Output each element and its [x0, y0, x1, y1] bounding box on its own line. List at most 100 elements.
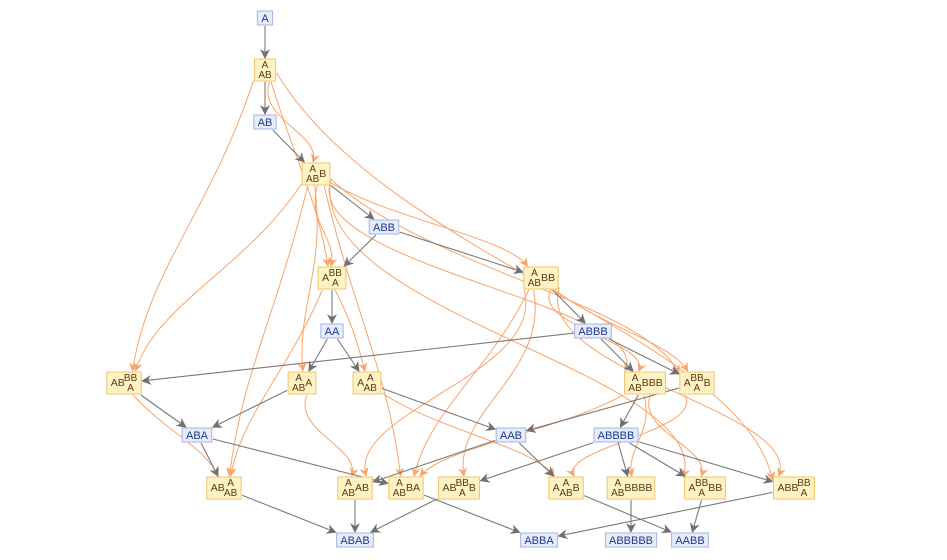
event-edge-e2-e5	[133, 184, 302, 372]
event-suffix: AB	[355, 482, 369, 494]
state-label: ABB	[373, 222, 395, 234]
state-edge-e17-s_ABBA	[557, 491, 773, 540]
event-rhs: A	[332, 278, 339, 289]
state-box	[256, 10, 274, 26]
state-edge-e12-s_ABBA	[423, 494, 521, 534]
event-edge-e1-e2	[267, 81, 320, 163]
state-edge-layer	[140, 26, 774, 540]
event-lhs: A	[614, 478, 621, 489]
event-rhs: AB	[528, 278, 542, 289]
event-prefix: A	[689, 482, 696, 494]
state-edge-s_AA-e7	[336, 338, 360, 372]
event-edge-e2-e8	[328, 179, 633, 372]
state-label: ABBB	[578, 326, 607, 338]
event-suffix: BA	[406, 482, 420, 494]
state-edge-e8-s_ABBBB	[619, 394, 639, 428]
state-node-abbb[interactable]: ABBB	[574, 323, 612, 339]
state-node-abba[interactable]: ABBA	[520, 532, 558, 548]
state-edge-s_ABBB-e9	[608, 338, 680, 375]
event-rhs: A	[801, 488, 808, 499]
state-node-ab[interactable]: AB	[253, 114, 277, 130]
event-box	[317, 266, 347, 290]
event-edge-e8-e15	[625, 394, 647, 477]
event-edge-e3-e7	[334, 289, 368, 372]
state-edge-s_ABBBB-e13	[479, 442, 594, 483]
state-node-aab[interactable]: AAB	[495, 427, 527, 443]
event-box	[679, 371, 715, 395]
state-edge-e9-s_AAB	[525, 387, 679, 433]
state-edge-e7-s_AAB	[381, 387, 497, 431]
event-prefix: ABB	[778, 482, 799, 494]
event-box	[523, 266, 559, 290]
state-box	[320, 323, 344, 339]
state-node-a[interactable]: A	[256, 10, 274, 26]
event-lhs: A	[632, 373, 639, 384]
event-suffix: BB	[541, 272, 555, 284]
event-box	[206, 476, 242, 500]
event-edge-e2-e16	[329, 179, 691, 478]
state-edge-e10-s_ABAB	[241, 494, 337, 534]
event-rhs: A	[127, 383, 134, 394]
event-node-e1[interactable]: AAB	[253, 58, 277, 82]
event-edge-e2-e3	[314, 185, 338, 267]
event-box	[624, 371, 666, 395]
event-lhs: A	[563, 478, 570, 489]
event-rhs: AB	[611, 488, 625, 499]
state-node-abb[interactable]: ABB	[368, 219, 400, 235]
state-label: A	[261, 13, 269, 25]
event-box	[106, 371, 142, 395]
event-suffix: BBB	[642, 377, 663, 389]
event-rhs: AB	[306, 174, 320, 185]
event-suffix: BB	[708, 482, 722, 494]
event-lhs: BB	[329, 268, 343, 279]
state-box	[495, 427, 527, 443]
event-box	[352, 371, 382, 395]
state-node-abbbb[interactable]: ABBBB	[593, 427, 639, 443]
event-prefix: A	[322, 272, 329, 284]
state-node-aabb[interactable]: AABB	[671, 532, 709, 548]
event-lhs: A	[295, 373, 302, 384]
event-box	[388, 476, 424, 500]
state-box	[181, 427, 213, 443]
state-node-aa[interactable]: AA	[320, 323, 344, 339]
event-lhs: BB	[797, 478, 811, 489]
event-edge-e4-e11	[359, 289, 527, 477]
state-box	[574, 323, 612, 339]
state-edge-e13-s_ABAB	[370, 498, 438, 533]
state-node-aba[interactable]: ABA	[181, 427, 213, 443]
state-box	[253, 114, 277, 130]
event-edge-e4-e12	[411, 289, 530, 477]
state-box	[368, 219, 400, 235]
state-edge-s_ABBB-e8	[600, 338, 634, 372]
event-prefix: AB	[443, 482, 457, 494]
state-edge-s_AA-e6	[308, 338, 328, 372]
state-node-abbbbb[interactable]: ABBBBB	[604, 532, 658, 548]
event-lhs: A	[345, 478, 352, 489]
event-edge-e1-e5	[129, 80, 254, 372]
event-rhs: A	[459, 488, 466, 499]
state-edge-s_ABA-e12	[212, 438, 389, 486]
state-label: AA	[325, 326, 340, 338]
state-edge-s_ABB-e4	[399, 231, 524, 275]
state-label: ABBBBB	[609, 535, 653, 547]
state-edge-s_AAB-e14	[518, 442, 555, 477]
state-node-abab[interactable]: ABAB	[336, 532, 374, 548]
event-edge-e2-e12	[323, 185, 405, 477]
